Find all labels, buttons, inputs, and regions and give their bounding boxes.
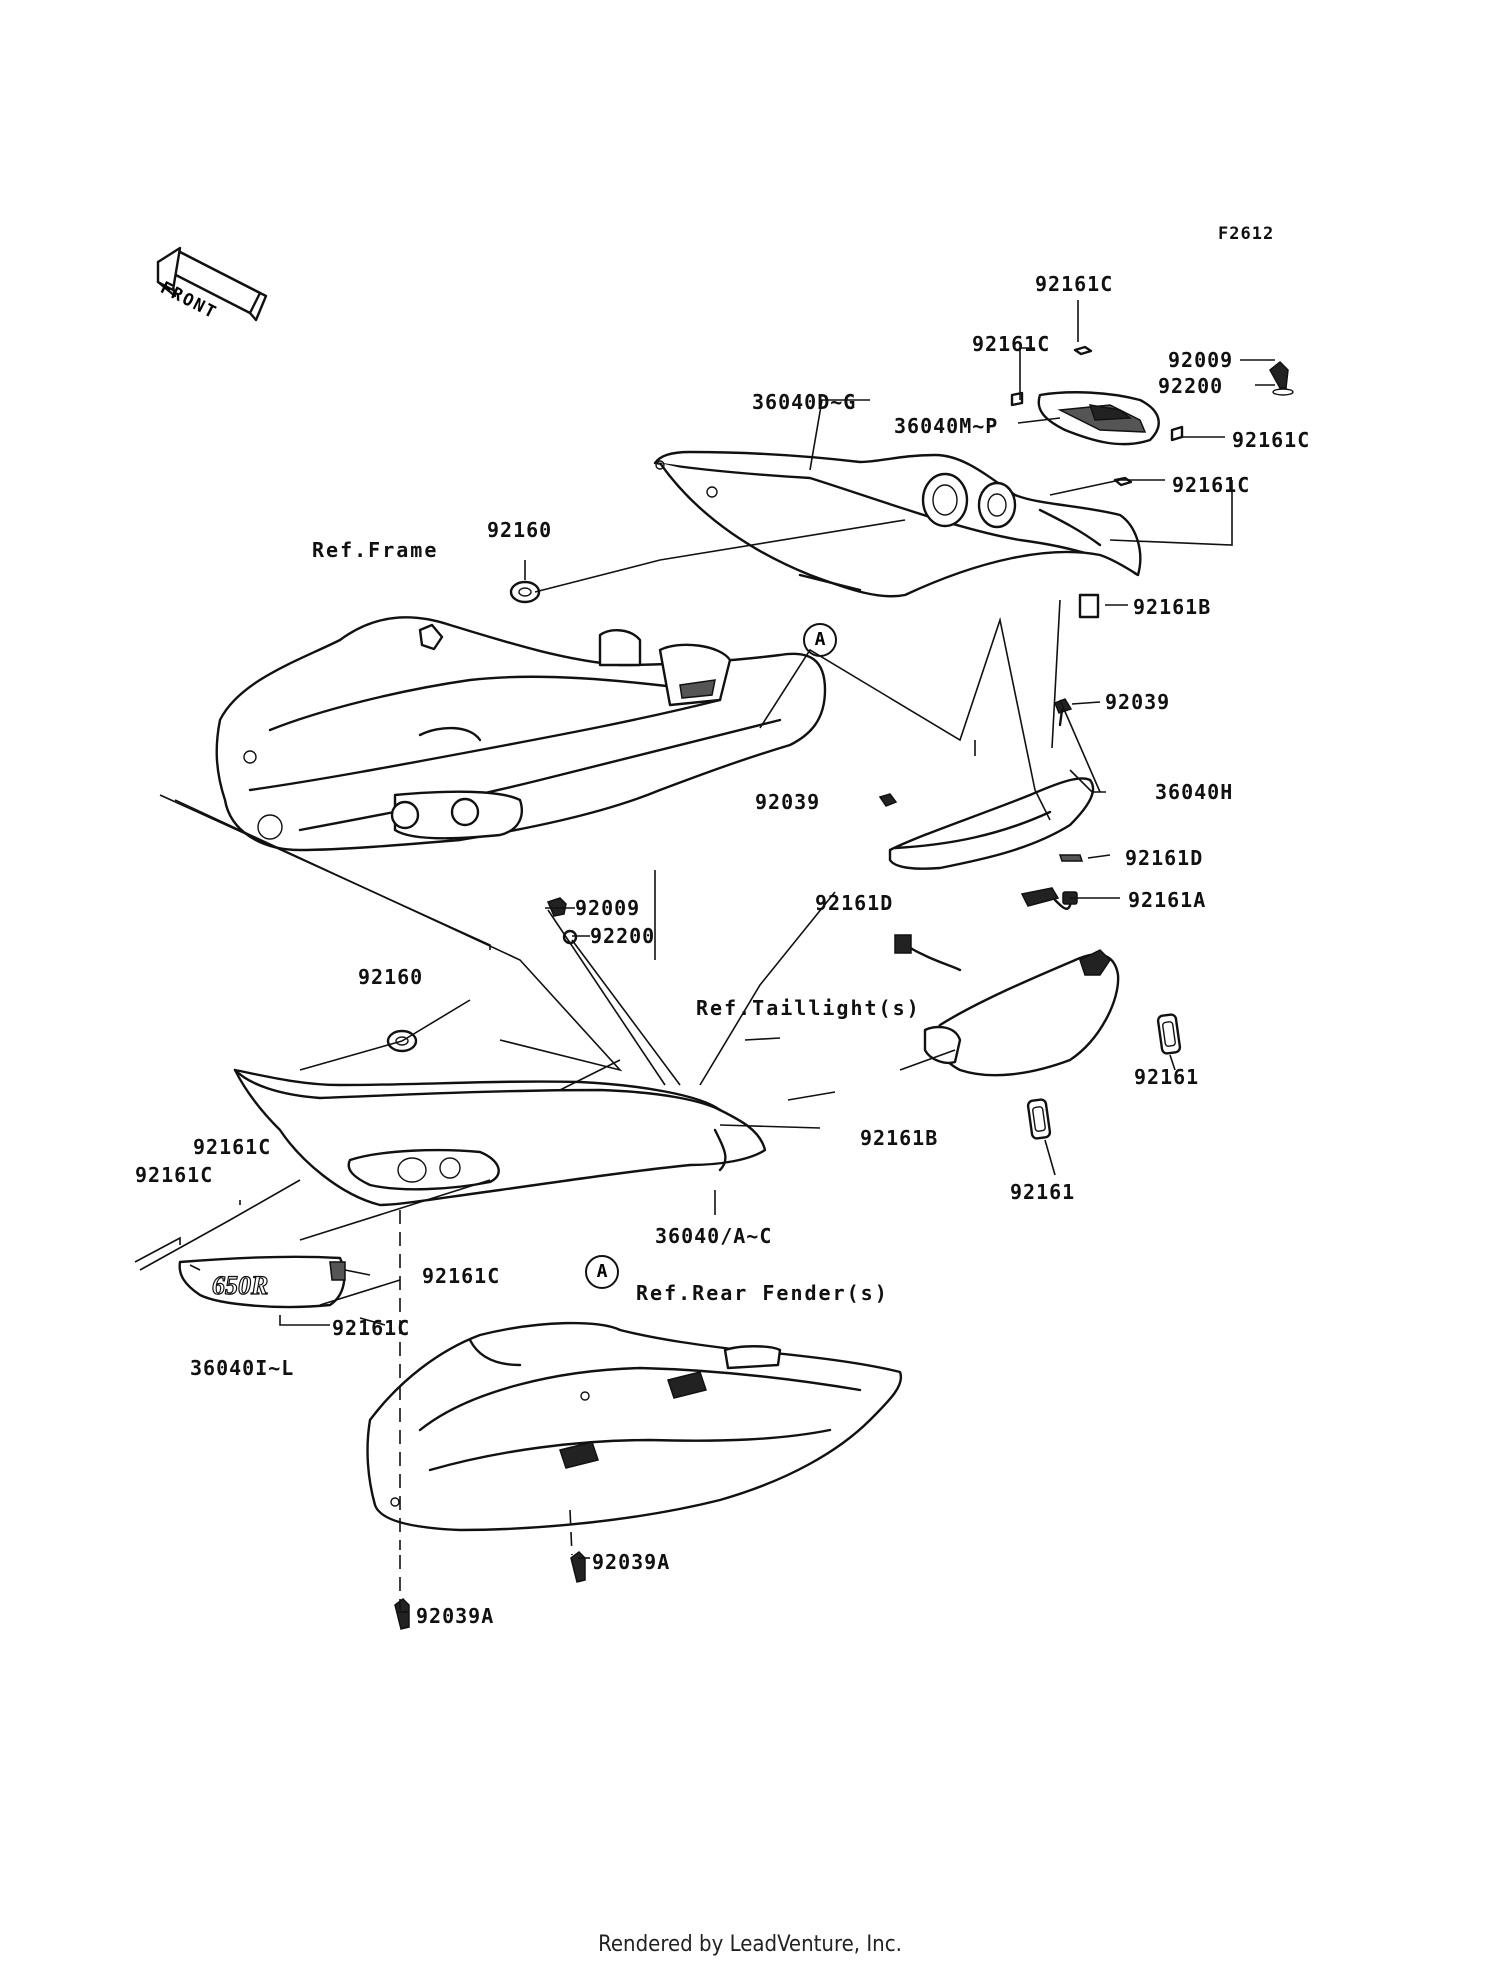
front-direction-arrow: [156, 246, 268, 322]
footer-credit: Rendered by LeadVenture, Inc.: [598, 1932, 902, 1957]
label-36040D-G: 36040D~G: [752, 390, 857, 414]
label-92161D-right: 92161D: [1125, 846, 1204, 870]
label-92200-mid: 92200: [590, 924, 656, 948]
rear-fender-reference: [366, 1321, 903, 1532]
label-92161D-mid: 92161D: [815, 891, 894, 915]
label-92200-top: 92200: [1158, 374, 1224, 398]
taillight-reference: [894, 887, 1182, 1140]
label-92009-mid: 92009: [575, 896, 641, 920]
frame-reference: [215, 616, 827, 852]
label-92039-mid: 92039: [755, 790, 821, 814]
label-92039A-mid: 92039A: [592, 1550, 671, 1574]
hardware-top-right: [1010, 345, 1294, 619]
ref-frame-label: Ref.Frame: [312, 538, 439, 562]
upper-side-cover-36040M-P: [1037, 391, 1160, 446]
label-92161C-top: 92161C: [1035, 272, 1114, 296]
label-92161C-l4: 92161C: [332, 1316, 411, 1340]
lower-side-cover-36040-A-C: [233, 1068, 767, 1207]
seat-cowl-36040H: [888, 777, 1095, 870]
label-92161-lower: 92161: [1010, 1180, 1076, 1204]
label-92161A: 92161A: [1128, 888, 1207, 912]
label-92161C-mid: 92161C: [1172, 473, 1251, 497]
label-92161C-right: 92161C: [1232, 428, 1311, 452]
upper-tail-cowl-36040D-G: [653, 450, 1142, 598]
label-92009-top: 92009: [1168, 348, 1234, 372]
label-92161B-low: 92161B: [860, 1126, 939, 1150]
label-36040-A-C: 36040/A~C: [655, 1224, 773, 1248]
ref-taillight-label: Ref.Taillight(s): [696, 996, 921, 1020]
label-92161C-l1: 92161C: [193, 1135, 272, 1159]
side-cover-decal: 650R: [212, 1271, 268, 1300]
leader-lines: [134, 300, 1275, 1613]
label-92161C-l3: 92161C: [422, 1264, 501, 1288]
label-92161C-l2: 92161C: [135, 1163, 214, 1187]
fasteners: [386, 580, 1073, 1630]
label-92039-right: 92039: [1105, 690, 1171, 714]
label-36040H: 36040H: [1155, 780, 1234, 804]
label-92039A-low: 92039A: [416, 1604, 495, 1628]
ref-rear-fender-label: Ref.Rear Fender(s): [636, 1281, 889, 1305]
rear-side-cover-36040I-L: 650R: [178, 1255, 346, 1309]
label-92161C-left: 92161C: [972, 332, 1051, 356]
figure-code: F2612: [1218, 224, 1275, 244]
connector-mark-a-lower: A: [585, 1255, 619, 1289]
label-92160-top: 92160: [487, 518, 553, 542]
label-92161B-top: 92161B: [1133, 595, 1212, 619]
label-36040I-L: 36040I~L: [190, 1356, 295, 1380]
connector-mark-a-upper: A: [803, 623, 837, 657]
label-36040M-P: 36040M~P: [894, 414, 999, 438]
label-92160-low: 92160: [358, 965, 424, 989]
label-92161-upper: 92161: [1134, 1065, 1200, 1089]
